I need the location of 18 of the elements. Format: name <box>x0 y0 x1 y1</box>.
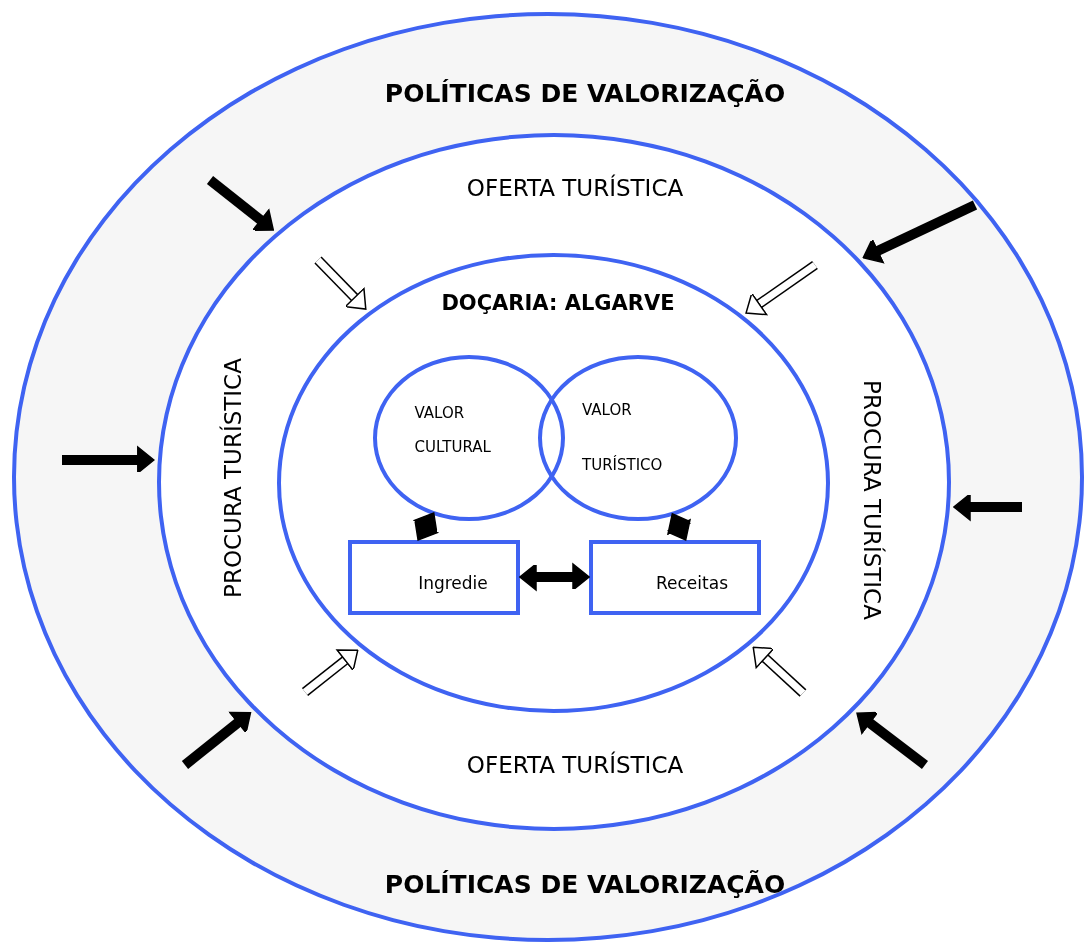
box-label: Receitas <box>656 573 728 593</box>
circle-label: VALOR CULTURAL <box>414 403 492 458</box>
label: PROCURA TURÍSTICA <box>220 358 246 598</box>
box <box>348 540 520 615</box>
circle <box>373 355 565 521</box>
label: PROCURA TURÍSTICA <box>859 380 885 620</box>
double-arrow <box>519 563 590 591</box>
heading: DOÇARIA: ALGARVE <box>441 291 675 315</box>
double-arrow <box>666 513 692 541</box>
circle <box>538 355 738 521</box>
box-label: Ingredie <box>418 573 488 593</box>
box <box>589 540 761 615</box>
label: OFERTA TURÍSTICA <box>466 752 684 778</box>
label: OFERTA TURÍSTICA <box>466 175 684 201</box>
heading: POLÍTICAS DE VALORIZAÇÃO <box>384 78 786 108</box>
circle-label: VALOR TURÍSTICO <box>582 400 664 476</box>
double-arrow <box>413 512 439 541</box>
heading: POLÍTICAS DE VALORIZAÇÃO <box>384 869 786 899</box>
